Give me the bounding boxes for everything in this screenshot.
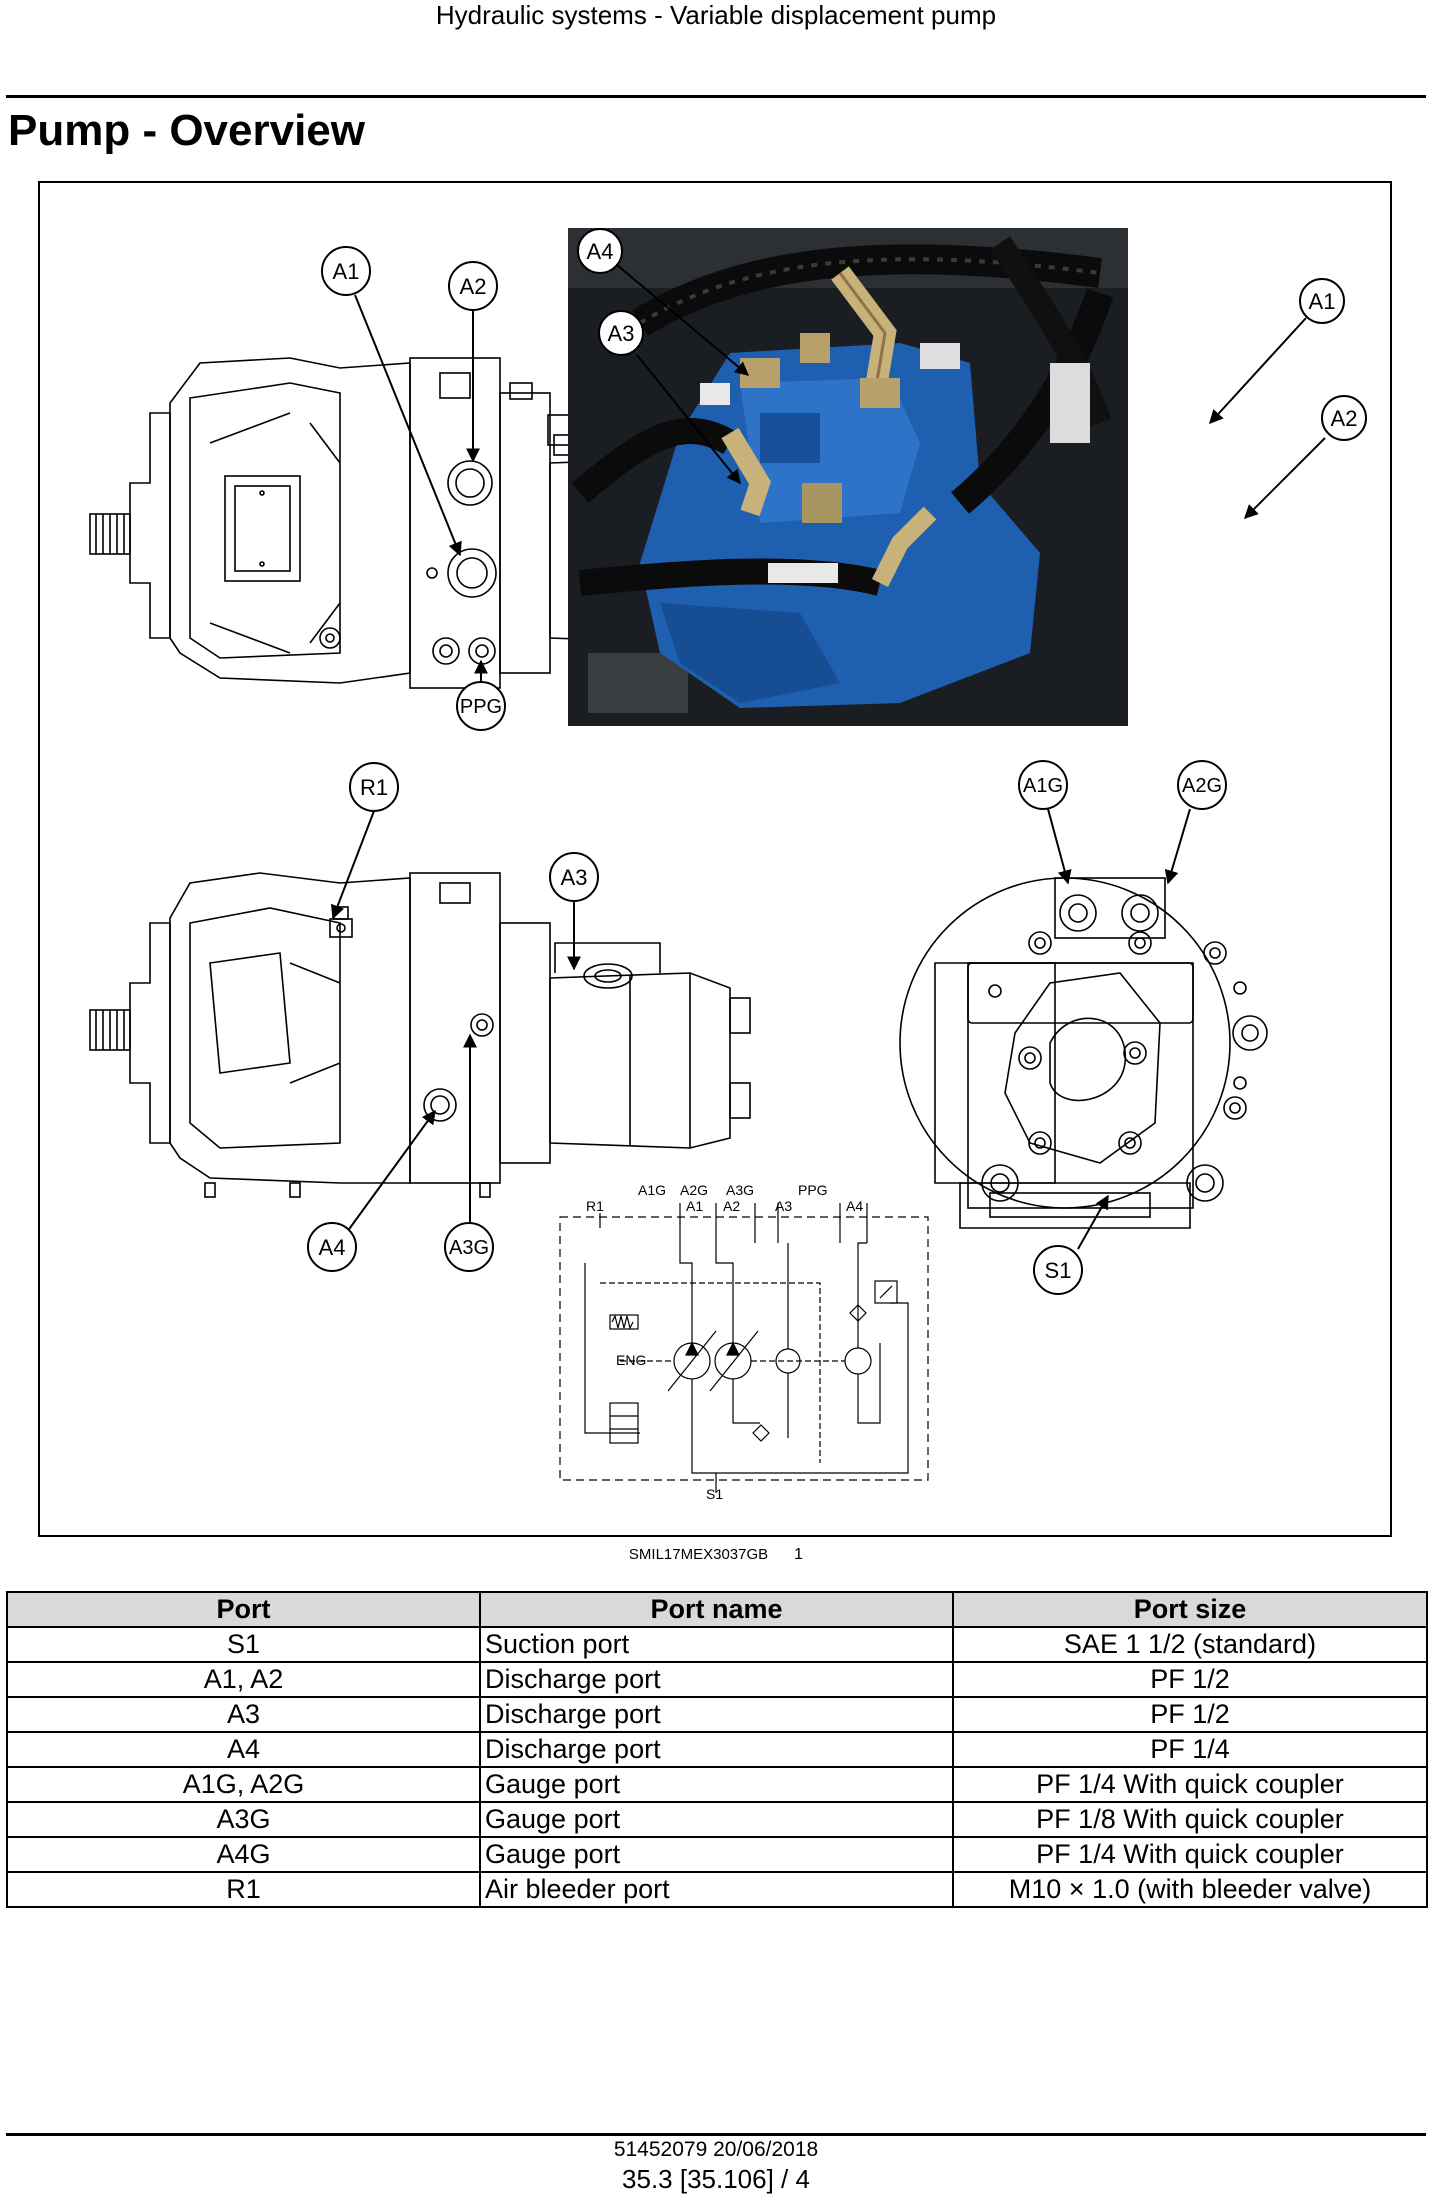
port-cell: A4G (6, 1836, 481, 1873)
port-size-cell: PF 1/2 (952, 1696, 1428, 1733)
callout-a3: A3 (549, 852, 599, 902)
port-name-cell: Discharge port (479, 1731, 954, 1768)
schematic-label-a4: A4 (846, 1198, 863, 1214)
schematic-label-a2g: A2G (680, 1182, 708, 1198)
port-size-cell: PF 1/4 (952, 1731, 1428, 1768)
schematic-label-s1: S1 (706, 1486, 723, 1502)
svg-text:A2G: A2G (1182, 775, 1222, 797)
callout-ppg: PPG (456, 681, 506, 731)
page-title: Pump - Overview (8, 106, 366, 155)
svg-text:A3: A3 (608, 321, 635, 346)
figure-reference-code: SMIL17MEX3037GB (628, 1546, 769, 1563)
callout-a2-photo: A2 (1321, 395, 1367, 441)
schematic-label-r1: R1 (586, 1198, 604, 1214)
svg-text:A3: A3 (561, 865, 588, 890)
footer-page-reference: 35.3 [35.106] / 4 (622, 2164, 810, 2194)
figure-number: 1 (794, 1546, 804, 1563)
table-header-row: Port Port name Port size (6, 1591, 1428, 1628)
svg-text:A3G: A3G (449, 1237, 489, 1259)
port-cell: A3 (6, 1696, 481, 1733)
table-row: A1G, A2G Gauge port PF 1/4 With quick co… (6, 1766, 1428, 1803)
port-name-cell: Gauge port (479, 1766, 954, 1803)
callout-a3-photo: A3 (598, 310, 644, 356)
schematic-label-a3g: A3G (726, 1182, 754, 1198)
pump-overview-figure: A1G A2G A3G PPG A1 A2 A3 A4 R1 ENG S1 A1 (38, 181, 1392, 1537)
port-size-cell: PF 1/4 With quick coupler (952, 1766, 1428, 1803)
pump-photo (568, 228, 1128, 726)
port-size-cell: PF 1/2 (952, 1661, 1428, 1698)
port-name-cell: Discharge port (479, 1696, 954, 1733)
port-size-cell: M10 × 1.0 (with bleeder valve) (952, 1871, 1428, 1908)
callout-a1-photo: A1 (1299, 278, 1345, 324)
schematic-label-a2: A2 (723, 1198, 740, 1214)
table-row: S1 Suction port SAE 1 1/2 (standard) (6, 1626, 1428, 1663)
table-row: A4 Discharge port PF 1/4 (6, 1731, 1428, 1768)
port-table: Port Port name Port size S1 Suction port… (6, 1591, 1428, 1908)
schematic-label-a1: A1 (686, 1198, 703, 1214)
svg-text:A1: A1 (1309, 289, 1336, 314)
column-header-port-name: Port name (479, 1591, 954, 1628)
schematic-labels: A1G A2G A3G PPG A1 A2 A3 A4 R1 ENG S1 (586, 1182, 863, 1502)
footer-rule (6, 2133, 1426, 2136)
table-row: R1 Air bleeder port M10 × 1.0 (with blee… (6, 1871, 1428, 1908)
table-row: A4G Gauge port PF 1/4 With quick coupler (6, 1836, 1428, 1873)
port-cell: A1G, A2G (6, 1766, 481, 1803)
svg-text:A2: A2 (460, 274, 487, 299)
callout-a1-top: A1 (321, 246, 371, 296)
port-size-cell: SAE 1 1/2 (standard) (952, 1626, 1428, 1663)
table-row: A3 Discharge port PF 1/2 (6, 1696, 1428, 1733)
pump-side-view-bottom (89, 872, 751, 1198)
port-cell: A3G (6, 1801, 481, 1838)
section-header: Hydraulic systems - Variable displacemen… (435, 0, 997, 30)
callout-a4-photo: A4 (577, 228, 623, 274)
table-row: A1, A2 Discharge port PF 1/2 (6, 1661, 1428, 1698)
port-size-cell: PF 1/4 With quick coupler (952, 1836, 1428, 1873)
port-size-cell: PF 1/8 With quick coupler (952, 1801, 1428, 1838)
header-rule (6, 95, 1426, 98)
port-cell: R1 (6, 1871, 481, 1908)
svg-text:S1: S1 (1045, 1258, 1072, 1283)
schematic-label-eng: ENG (616, 1352, 646, 1368)
schematic-label-a1g: A1G (638, 1182, 666, 1198)
figure-caption: SMIL17MEX3037GB 1 (0, 1546, 1432, 1564)
port-name-cell: Air bleeder port (479, 1871, 954, 1908)
callout-s1: S1 (1033, 1245, 1083, 1295)
svg-text:PPG: PPG (460, 696, 502, 718)
callout-a1g: A1G (1018, 760, 1068, 810)
port-name-cell: Gauge port (479, 1801, 954, 1838)
svg-text:A1: A1 (333, 259, 360, 284)
column-header-port-size: Port size (952, 1591, 1428, 1628)
hydraulic-schematic (559, 1203, 929, 1493)
callout-leaders (330, 264, 1326, 1250)
svg-text:A4: A4 (319, 1235, 346, 1260)
port-cell: A4 (6, 1731, 481, 1768)
pump-end-view (899, 877, 1268, 1229)
port-name-cell: Discharge port (479, 1661, 954, 1698)
svg-text:A4: A4 (587, 239, 614, 264)
callout-a2-top: A2 (448, 261, 498, 311)
svg-text:A2: A2 (1331, 406, 1358, 431)
schematic-label-a3: A3 (775, 1198, 792, 1214)
port-name-cell: Suction port (479, 1626, 954, 1663)
schematic-label-ppg: PPG (798, 1182, 828, 1198)
table-row: A3G Gauge port PF 1/8 With quick coupler (6, 1801, 1428, 1838)
callout-r1: R1 (349, 762, 399, 812)
svg-text:R1: R1 (360, 775, 388, 800)
column-header-port: Port (6, 1591, 481, 1628)
port-cell: S1 (6, 1626, 481, 1663)
footer-document-reference: 51452079 20/06/2018 (613, 2138, 819, 2161)
port-cell: A1, A2 (6, 1661, 481, 1698)
callout-a2g: A2G (1177, 760, 1227, 810)
callout-a3g: A3G (444, 1222, 494, 1272)
callouts: A1 A2 PPG A4 A3 A1 A2 R1 (307, 228, 1367, 1295)
svg-text:A1G: A1G (1023, 775, 1063, 797)
port-name-cell: Gauge port (479, 1836, 954, 1873)
callout-a4: A4 (307, 1222, 357, 1272)
